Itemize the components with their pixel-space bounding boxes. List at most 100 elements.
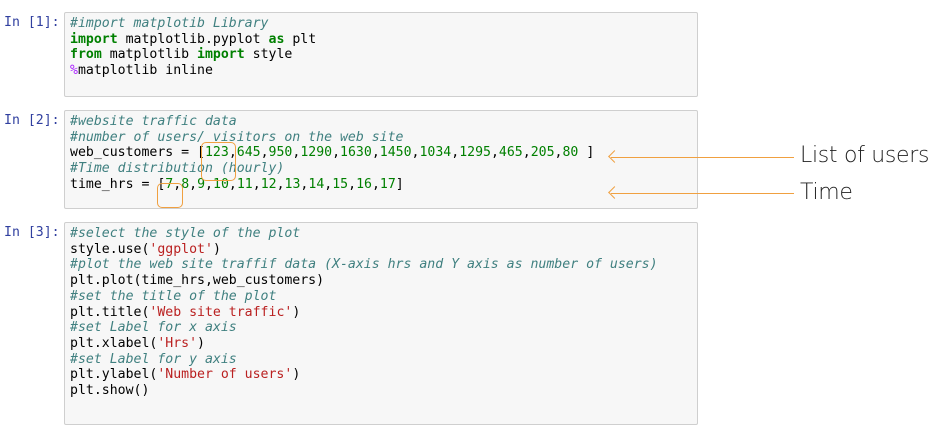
code-text: plt.ylabel( bbox=[70, 367, 158, 383]
code-line: plt.show() bbox=[70, 383, 697, 399]
code-text: matplotlib.pyplot bbox=[117, 31, 269, 47]
arrow-left-icon bbox=[611, 157, 794, 158]
code-text: , bbox=[252, 176, 261, 192]
code-number: 17 bbox=[379, 176, 396, 192]
code-comment: #website traffic data bbox=[70, 114, 237, 129]
code-line: #plot the web site traffif data (X-axis … bbox=[70, 257, 697, 273]
code-number: 1034 bbox=[419, 145, 452, 161]
code-text: , bbox=[276, 176, 285, 192]
code-text: , bbox=[332, 145, 341, 161]
code-keyword: from bbox=[70, 47, 102, 63]
code-text: , bbox=[451, 145, 460, 161]
cell-prompt: In [1]: bbox=[4, 15, 60, 30]
code-text: style.use( bbox=[70, 241, 150, 257]
annotation-list-of-users: List of users bbox=[800, 143, 930, 168]
code-text: , bbox=[205, 176, 213, 192]
code-comment: #Time distribution (hourly) bbox=[70, 161, 285, 177]
code-number: 1290 bbox=[300, 145, 333, 161]
code-number: 465 bbox=[498, 145, 523, 161]
code-keyword: import bbox=[70, 31, 118, 47]
code-text: , bbox=[173, 176, 182, 192]
highlight-first-user-value bbox=[201, 142, 236, 181]
code-string: 'ggplot' bbox=[149, 241, 213, 257]
code-text: , bbox=[522, 145, 531, 161]
code-text: ) bbox=[292, 304, 301, 320]
code-line: #select the style of the plot bbox=[70, 226, 697, 242]
code-number: 205 bbox=[530, 145, 555, 161]
code-number: 14 bbox=[308, 176, 325, 192]
code-line: plt.xlabel('Hrs') bbox=[70, 336, 697, 352]
code-line: %matplotlib inline bbox=[70, 63, 697, 79]
code-line: #set Label for y axis bbox=[70, 352, 697, 368]
code-text: web_customers = [ bbox=[70, 145, 205, 161]
annotation-time: Time bbox=[800, 180, 853, 205]
code-comment: #set the title of the plot bbox=[70, 288, 277, 304]
cell-prompt: In [2]: bbox=[4, 113, 60, 128]
highlight-first-time-value bbox=[157, 183, 183, 208]
code-text: , bbox=[554, 145, 563, 161]
code-string: 'Hrs' bbox=[157, 335, 198, 351]
code-comment: #set Label for x axis bbox=[70, 320, 237, 336]
code-number: 1630 bbox=[340, 145, 372, 161]
code-text: ] bbox=[395, 176, 404, 192]
code-line: #website traffic data bbox=[70, 114, 697, 130]
code-text: , bbox=[189, 176, 198, 192]
code-line: time_hrs = [7,8,9,10,11,12,13,14,15,16,1… bbox=[70, 177, 697, 193]
code-line: plt.ylabel('Number of users') bbox=[70, 367, 697, 383]
code-text: plt.title( bbox=[70, 304, 150, 320]
code-number: 11 bbox=[236, 176, 253, 192]
code-line: plt.title('Web site traffic') bbox=[70, 305, 697, 321]
code-number: 12 bbox=[260, 176, 277, 192]
code-line: #set Label for x axis bbox=[70, 320, 697, 336]
code-text: plt.xlabel( bbox=[70, 335, 158, 351]
code-number: 950 bbox=[268, 145, 293, 161]
code-number: 7 bbox=[165, 176, 174, 192]
code-line: #import matplotib Library bbox=[70, 16, 697, 32]
code-comment: #set Label for y axis bbox=[70, 351, 237, 367]
code-comment: #number of users/ visitors on the web si… bbox=[70, 129, 404, 145]
code-text: matplotlib bbox=[101, 47, 198, 63]
code-number: 1450 bbox=[379, 145, 412, 161]
code-line: web_customers = [123,645,950,1290,1630,1… bbox=[70, 145, 697, 161]
code-text: plt.show() bbox=[70, 383, 150, 399]
code-keyword: import bbox=[197, 47, 245, 63]
arrow-left-icon bbox=[611, 193, 794, 194]
cell-prompt: In [3]: bbox=[4, 225, 60, 240]
code-text: , bbox=[348, 176, 357, 192]
code-number: 15 bbox=[332, 176, 349, 192]
code-text: plt.plot(time_hrs,web_customers) bbox=[70, 273, 325, 289]
code-text: ) bbox=[292, 367, 301, 383]
code-number: 1295 bbox=[459, 145, 491, 161]
code-text: , bbox=[292, 145, 301, 161]
code-line: #number of users/ visitors on the web si… bbox=[70, 130, 697, 146]
code-text: , bbox=[371, 176, 380, 192]
code-keyword: as bbox=[268, 31, 285, 47]
code-text: , bbox=[260, 145, 269, 161]
code-text: ) bbox=[212, 241, 221, 257]
code-text: time_hrs = [ bbox=[70, 176, 166, 192]
code-comment: #plot the web site traffif data (X-axis … bbox=[70, 257, 658, 273]
code-text: matplotlib inline bbox=[77, 63, 213, 79]
code-text: , bbox=[324, 176, 333, 192]
code-text: , bbox=[228, 176, 237, 192]
code-line: #Time distribution (hourly) bbox=[70, 161, 697, 177]
code-text: style bbox=[244, 47, 293, 63]
code-text: ) bbox=[197, 335, 205, 351]
code-text: ] bbox=[578, 145, 595, 161]
code-text: , bbox=[371, 145, 380, 161]
code-line: plt.plot(time_hrs,web_customers) bbox=[70, 273, 697, 289]
code-input[interactable]: #website traffic data#number of users/ v… bbox=[64, 110, 698, 209]
code-number: 645 bbox=[236, 145, 261, 161]
notebook-cell-2: In [2]: #website traffic data#number of … bbox=[0, 110, 700, 209]
code-number: 16 bbox=[356, 176, 372, 192]
code-line: style.use('ggplot') bbox=[70, 242, 697, 258]
code-string: 'Web site traffic' bbox=[149, 304, 293, 320]
code-line: from matplotlib import style bbox=[70, 47, 697, 63]
code-text: , bbox=[228, 145, 237, 161]
code-text: plt bbox=[284, 31, 317, 47]
code-magic: % bbox=[70, 63, 78, 79]
